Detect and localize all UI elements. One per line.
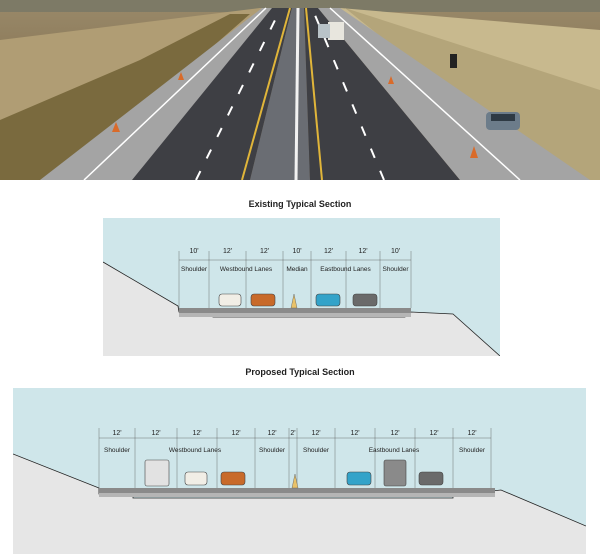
proposed-width-9: 12'	[390, 430, 400, 437]
existing-width-2: 12'	[222, 248, 233, 255]
proposed-width-3: 12'	[192, 430, 202, 437]
proposed-label-right-shoulder: Shoulder	[458, 447, 486, 454]
existing-vehicles	[218, 293, 378, 309]
existing-section-title: Existing Typical Section	[248, 199, 352, 209]
highway-photo	[0, 0, 600, 180]
existing-width-1: 10'	[189, 248, 199, 255]
proposed-width-6: 2'	[290, 430, 296, 437]
existing-width-3: 12'	[259, 248, 270, 255]
existing-label-median: Median	[286, 266, 308, 273]
proposed-width-8: 12'	[350, 430, 360, 437]
existing-section-diagram	[103, 218, 500, 356]
existing-label-left-shoulder: Shoulder	[180, 266, 208, 273]
existing-label-westbound: Westbound Lanes	[219, 266, 273, 273]
proposed-label-westbound: Westbound Lanes	[168, 447, 222, 454]
proposed-label-inner-left-shoulder: Shoulder	[258, 447, 286, 454]
proposed-label-eastbound: Eastbound Lanes	[368, 447, 420, 454]
existing-width-7: 10'	[390, 248, 401, 255]
proposed-width-2: 12'	[151, 430, 161, 437]
proposed-width-5: 12'	[267, 430, 277, 437]
proposed-width-10: 12'	[429, 430, 439, 437]
proposed-section-title: Proposed Typical Section	[245, 367, 355, 377]
proposed-vehicles	[144, 459, 444, 489]
proposed-width-11: 12'	[467, 430, 477, 437]
existing-label-right-shoulder: Shoulder	[382, 266, 409, 273]
existing-width-5: 12'	[323, 248, 334, 255]
proposed-width-4: 12'	[231, 430, 241, 437]
proposed-section-diagram	[13, 388, 586, 554]
existing-width-4: 10'	[292, 248, 302, 255]
proposed-label-left-shoulder: Shoulder	[103, 447, 131, 454]
existing-width-6: 12'	[358, 248, 368, 255]
proposed-width-7: 12'	[311, 430, 321, 437]
proposed-width-1: 12'	[112, 430, 122, 437]
existing-label-eastbound: Eastbound Lanes	[320, 266, 371, 273]
proposed-label-inner-right-shoulder: Shoulder	[302, 447, 330, 454]
